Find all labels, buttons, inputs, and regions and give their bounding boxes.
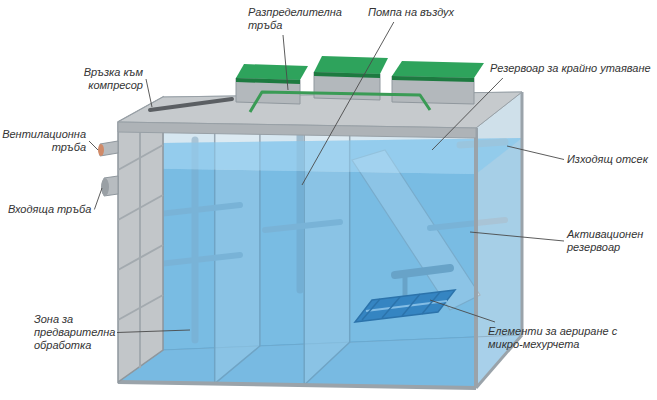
callout-label: Вентилационна тръба	[2, 128, 86, 154]
leader-line	[507, 146, 564, 160]
riser	[392, 76, 474, 104]
shell-edge	[521, 92, 524, 335]
callout-label: Изходящ отсек	[567, 153, 648, 166]
riser	[314, 72, 380, 100]
rib	[139, 112, 141, 368]
leader-line	[283, 35, 288, 90]
green-lid	[236, 78, 300, 84]
shell-edge	[474, 128, 478, 388]
water-volume	[118, 168, 476, 388]
callout-label: Разпределителна тръба	[248, 6, 348, 32]
green-lid	[314, 72, 380, 78]
leader-line	[302, 22, 394, 185]
leader-line	[432, 78, 503, 150]
leader-line	[94, 188, 102, 210]
green-lid	[314, 56, 388, 74]
inlet-pipe	[101, 178, 109, 196]
top-slab-edge	[118, 122, 476, 138]
vent-pipe	[98, 144, 104, 156]
leader-line	[146, 79, 152, 107]
leader-line	[89, 141, 98, 150]
callout-label: Елементи за аериране с микро-мехурчета	[488, 325, 628, 351]
callout-label: Зона за предварителна обработка	[34, 313, 114, 352]
leader-line	[470, 232, 564, 241]
distribution-pipe	[250, 92, 430, 112]
shell-edge	[118, 382, 476, 388]
green-lid	[392, 76, 474, 82]
callout-label: Резервоар за крайно утаяване	[490, 62, 651, 75]
leader-line	[117, 330, 190, 333]
green-lid	[392, 61, 484, 78]
callout-label: Помпа на въздух	[368, 6, 454, 19]
leader-line	[430, 300, 495, 322]
callout-label: Активационен резервоар	[567, 228, 652, 254]
end-wall	[118, 97, 163, 382]
callout-label: Връзка към компресор	[53, 66, 143, 92]
green-lid	[236, 64, 308, 80]
callout-label: Входяща тръба	[8, 203, 91, 216]
water-surface	[118, 138, 522, 174]
compressor-pipe	[150, 99, 232, 110]
